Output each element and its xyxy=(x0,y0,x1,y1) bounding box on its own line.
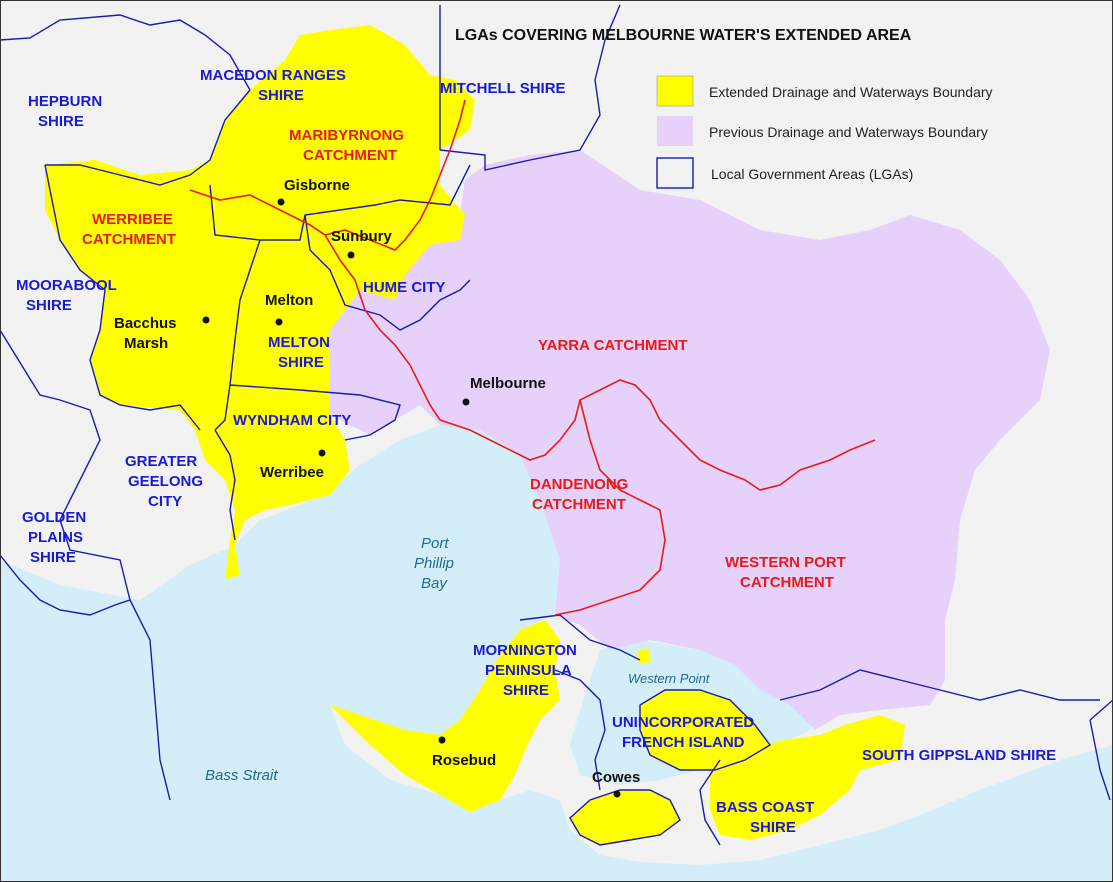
town-dots xyxy=(202,198,621,798)
catchment-boundaries xyxy=(189,99,876,616)
legend-label-lga: Local Government Areas (LGAs) xyxy=(711,166,913,182)
previous-area xyxy=(330,150,1050,730)
legend-swatch-previous xyxy=(657,116,693,146)
town-dot-werribee xyxy=(318,449,326,457)
legend: Extended Drainage and Waterways Boundary… xyxy=(656,75,993,189)
lga-south-gippsland: SOUTH GIPPSLAND SHIRE xyxy=(862,747,1056,764)
town-werribee: Werribee xyxy=(260,464,324,481)
town-rosebud: Rosebud xyxy=(432,752,496,769)
legend-label-extended: Extended Drainage and Waterways Boundary xyxy=(709,84,993,100)
water-bass-strait: Bass Strait xyxy=(205,767,278,784)
catchment-yarra: YARRA CATCHMENT xyxy=(538,337,687,354)
extended-area-west xyxy=(45,25,475,580)
town-sunbury: Sunbury xyxy=(331,228,392,245)
town-cowes: Cowes xyxy=(592,769,640,786)
legend-swatch-extended xyxy=(656,75,694,107)
town-dot-melbourne xyxy=(462,398,470,406)
lga-hume: HUME CITY xyxy=(363,279,446,296)
map-title: LGAs COVERING MELBOURNE WATER'S EXTENDED… xyxy=(455,27,912,44)
town-dot-sunbury xyxy=(347,251,355,259)
town-gisborne: Gisborne xyxy=(284,177,350,194)
town-dot-gisborne xyxy=(277,198,285,206)
extended-area-mornington xyxy=(330,620,560,812)
town-melton: Melton xyxy=(265,292,313,309)
lga-boundaries xyxy=(0,4,1113,846)
town-melbourne: Melbourne xyxy=(470,375,546,392)
town-dot-melton xyxy=(275,318,283,326)
legend-swatch-lga xyxy=(656,157,694,189)
extended-area-phillip-island xyxy=(570,790,680,845)
lga-wyndham: WYNDHAM CITY xyxy=(233,412,351,429)
lga-mitchell: MITCHELL SHIRE xyxy=(440,80,566,97)
town-dot-rosebud xyxy=(438,736,446,744)
water-western-point: Western Point xyxy=(628,671,711,686)
legend-label-previous: Previous Drainage and Waterways Boundary xyxy=(709,124,988,140)
extended-area-french-island xyxy=(640,690,770,770)
town-dot-bacchus-marsh xyxy=(202,316,210,324)
extended-area-bass-coast xyxy=(710,715,905,840)
extended-area-western-point xyxy=(637,648,651,664)
town-dot-cowes xyxy=(613,790,621,798)
water-body xyxy=(0,425,1113,882)
